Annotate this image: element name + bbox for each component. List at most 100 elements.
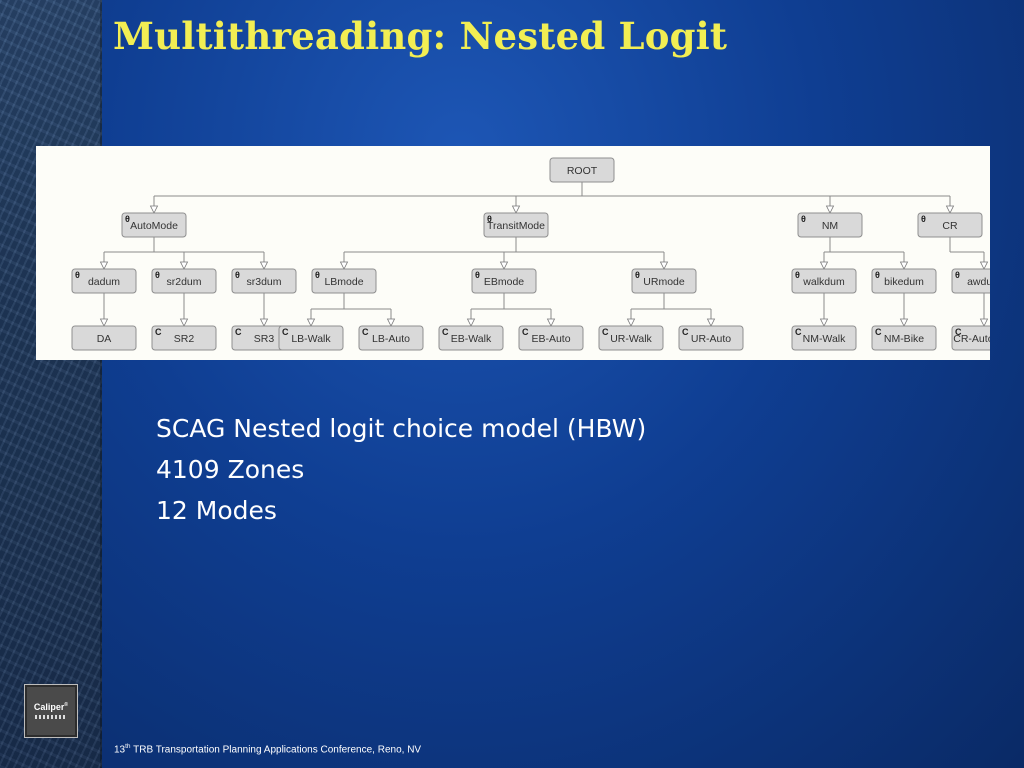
node-box (518, 325, 584, 351)
node-box (631, 268, 697, 294)
tree-node-bikedum: θ bikedum (871, 268, 937, 294)
caliper-logo-text: Caliper® (33, 702, 69, 712)
tree-node-nm-walk: CNM-Walk (791, 325, 857, 351)
node-box (791, 325, 857, 351)
tree-node-ur-walk: CUR-Walk (598, 325, 664, 351)
node-label: walkdum (802, 276, 845, 288)
node-label: NM-Walk (803, 333, 847, 345)
node-label: DA (97, 333, 112, 345)
node-box (871, 325, 937, 351)
tree-node-da: DA (71, 325, 137, 351)
node-label: bikedum (884, 276, 924, 288)
tree-node-lb-walk: CLB-Walk (278, 325, 344, 351)
node-label: awdum (967, 276, 990, 288)
arrow-head-icon (659, 261, 669, 270)
arrow-head-icon (825, 205, 835, 214)
node-type-marker: C (795, 327, 802, 337)
node-label: LB-Walk (291, 333, 331, 345)
node-label: dadum (88, 276, 120, 288)
arrow-head-icon (899, 318, 909, 327)
arrow-head-icon (979, 318, 989, 327)
node-box (278, 325, 344, 351)
tree-node-root: ROOT (549, 157, 615, 183)
body-line-zones: 4109 Zones (156, 455, 305, 484)
node-label: NM-Bike (884, 333, 924, 345)
arrow-head-icon (339, 261, 349, 270)
slide-body: SCAG Nested logit choice model (HBW) 410… (156, 408, 646, 531)
node-type-marker: C (602, 327, 609, 337)
node-type-marker: θ (795, 270, 800, 280)
node-type-marker: θ (155, 270, 160, 280)
node-box (678, 325, 744, 351)
arrow-head-icon (819, 261, 829, 270)
arrow-head-icon (259, 261, 269, 270)
node-label: CR (942, 220, 958, 232)
node-label: EBmode (484, 276, 524, 288)
arrow-head-icon (706, 318, 716, 327)
node-type-marker: θ (315, 270, 320, 280)
node-type-marker: θ (487, 214, 492, 224)
arrow-head-icon (499, 261, 509, 270)
tree-svg: ROOTθAutoModeθdadumDAθsr2dumCSR2θsr3dumC… (71, 157, 990, 351)
node-box (358, 325, 424, 351)
tree-node-cr: θCR (917, 212, 983, 238)
arrow-head-icon (179, 261, 189, 270)
arrow-head-icon (386, 318, 396, 327)
node-type-marker: θ (75, 270, 80, 280)
node-type-marker: θ (875, 270, 880, 280)
node-type-marker: C (362, 327, 369, 337)
node-box (549, 157, 615, 183)
arrow-head-icon (626, 318, 636, 327)
arrow-head-icon (259, 318, 269, 327)
node-box (151, 325, 217, 351)
node-type-marker: C (155, 327, 162, 337)
node-box (917, 212, 983, 238)
node-box (797, 212, 863, 238)
node-label: TransitMode (487, 220, 545, 232)
arrow-head-icon (149, 205, 159, 214)
arrow-head-icon (99, 318, 109, 327)
tree-node-cr-auto-wal: CCR-Auto-Wal (951, 325, 990, 351)
arrow-head-icon (819, 318, 829, 327)
arrow-head-icon (945, 205, 955, 214)
background-photo-strip (0, 0, 102, 768)
node-box (438, 325, 504, 351)
node-type-marker: C (522, 327, 529, 337)
node-box (471, 268, 537, 294)
slide-footer: 13th TRB Transportation Planning Applica… (114, 743, 422, 756)
node-box (311, 268, 377, 294)
node-label: NM (822, 220, 838, 232)
node-box (483, 212, 549, 238)
node-box (598, 325, 664, 351)
tree-node-lb-auto: CLB-Auto (358, 325, 424, 351)
node-label: SR3 (254, 333, 275, 345)
tree-node-sr2dum: θ sr2dum (151, 268, 217, 294)
arrow-head-icon (179, 318, 189, 327)
arrow-head-icon (979, 261, 989, 270)
arrow-head-icon (899, 261, 909, 270)
caliper-logo-bar (35, 715, 67, 719)
node-type-marker: C (682, 327, 689, 337)
node-box (791, 268, 857, 294)
node-type-marker: θ (921, 214, 926, 224)
node-type-marker: C (442, 327, 449, 337)
node-label: sr2dum (166, 276, 201, 288)
body-line-model: SCAG Nested logit choice model (HBW) (156, 414, 647, 443)
arrow-head-icon (306, 318, 316, 327)
arrow-head-icon (511, 205, 521, 214)
node-box (951, 325, 990, 351)
node-type-marker: θ (125, 214, 130, 224)
node-label: EB-Auto (531, 333, 570, 345)
node-box (71, 325, 137, 351)
node-label: URmode (643, 276, 685, 288)
arrow-head-icon (99, 261, 109, 270)
tree-node-nm-bike: CNM-Bike (871, 325, 937, 351)
node-type-marker: C (875, 327, 882, 337)
caliper-logo: Caliper® (24, 684, 78, 738)
